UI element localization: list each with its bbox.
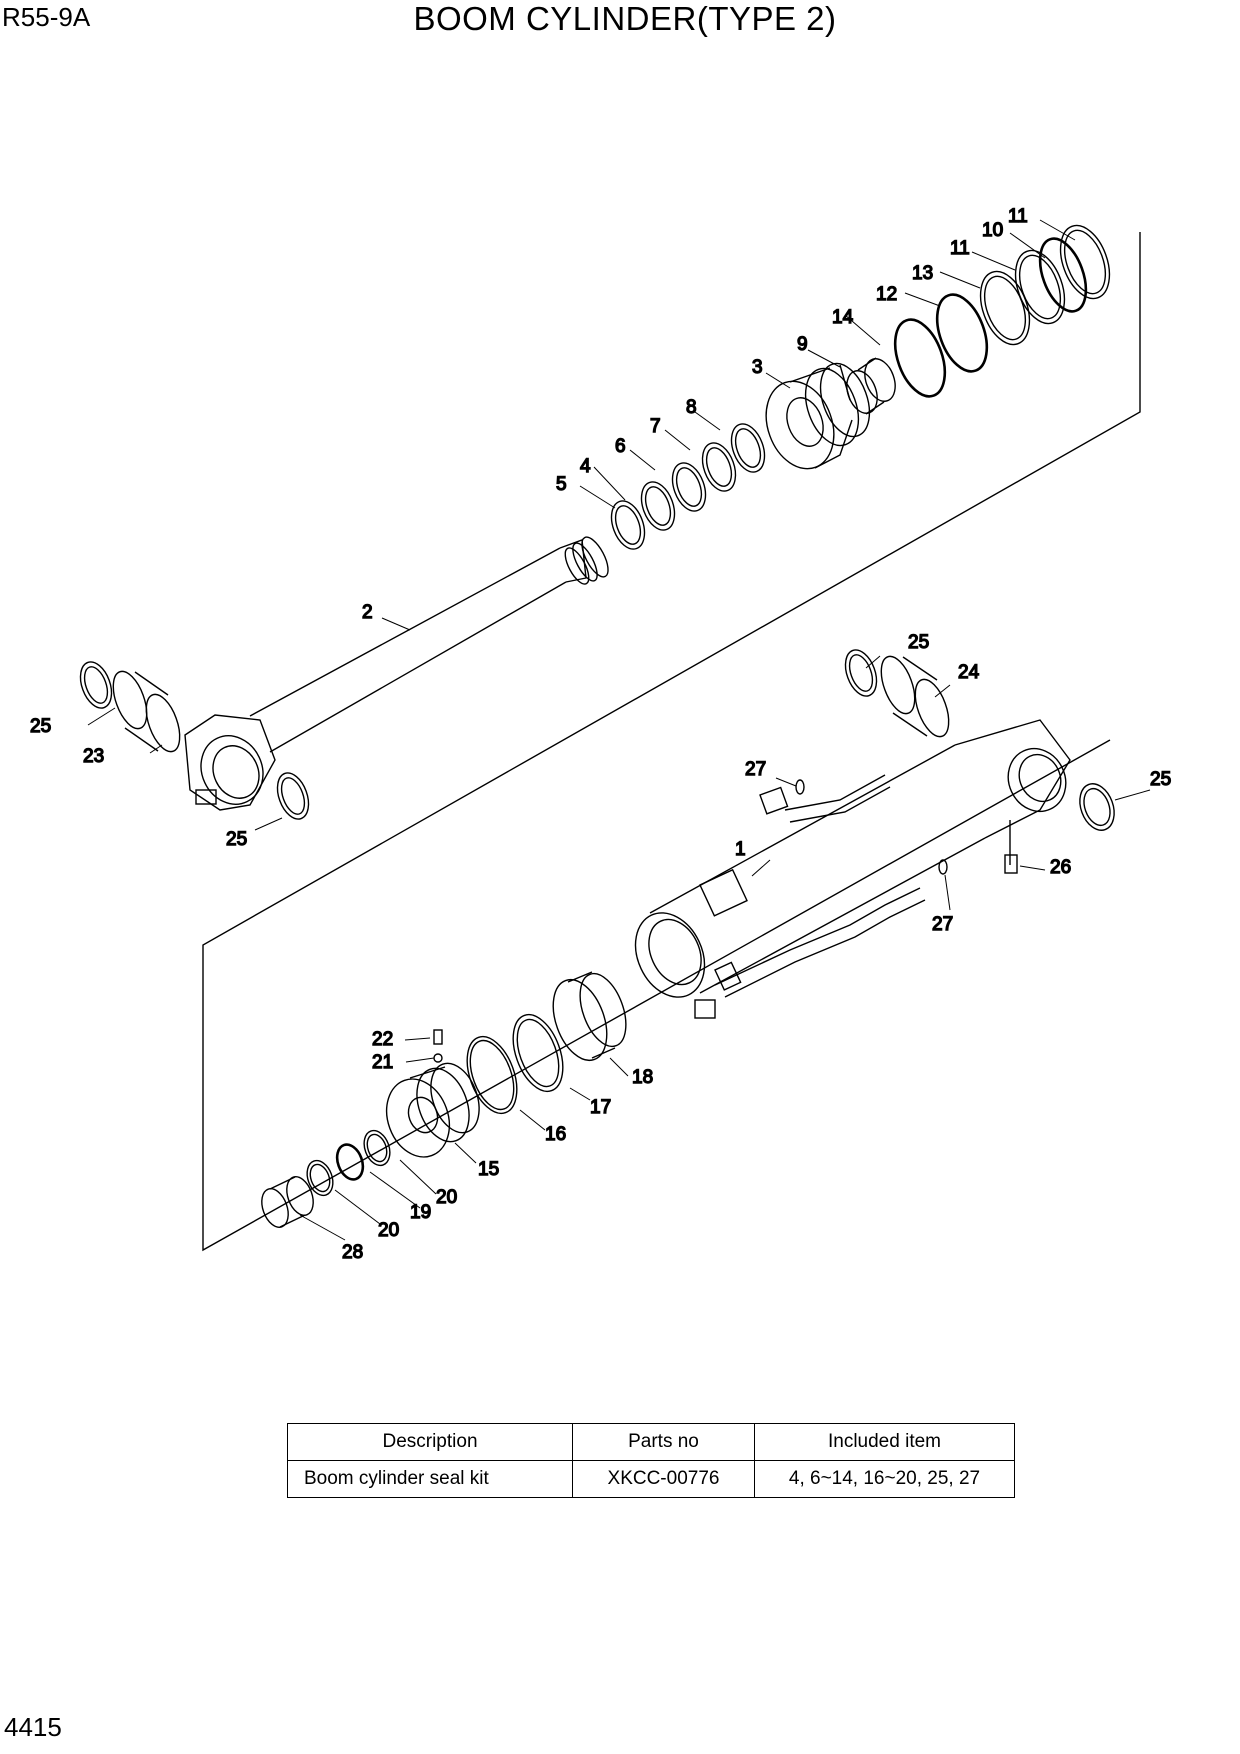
rod-cover-3 <box>765 362 871 470</box>
callout-11-a: 11 <box>950 238 970 259</box>
callout-3: 3 <box>752 357 763 378</box>
callout-19: 19 <box>410 1202 431 1223</box>
seal-17 <box>512 1013 564 1093</box>
o-rings-27 <box>795 779 948 875</box>
callout-20-b: 20 <box>378 1220 399 1241</box>
table-row: Boom cylinder seal kit XKCC-00776 4, 6~1… <box>287 1460 1015 1498</box>
seal-16 <box>466 1035 518 1115</box>
callout-20-a: 20 <box>436 1187 457 1208</box>
callout-9: 9 <box>797 334 808 355</box>
cell-description: Boom cylinder seal kit <box>287 1460 573 1498</box>
bushing-23 <box>112 670 181 753</box>
callout-14: 14 <box>832 307 854 328</box>
callout-23: 23 <box>83 746 104 767</box>
piston-15 <box>385 1062 480 1158</box>
dust-seal-25-upper-right <box>844 649 878 697</box>
callout-15: 15 <box>478 1159 499 1180</box>
hydraulic-pipe <box>714 774 926 998</box>
cushion-ring-28 <box>261 1176 314 1228</box>
callout-18: 18 <box>632 1067 653 1088</box>
dust-seal-25-lower <box>276 772 310 820</box>
callout-26: 26 <box>1050 857 1071 878</box>
check-valve-block <box>699 868 748 917</box>
callout-22: 22 <box>372 1029 393 1050</box>
header-included-item: Included item <box>754 1423 1015 1461</box>
callout-12: 12 <box>876 284 897 305</box>
callout-21: 21 <box>372 1052 393 1073</box>
cell-parts-no: XKCC-00776 <box>572 1460 755 1498</box>
grease-nipple-26 <box>1004 854 1018 874</box>
wear-ring-18 <box>552 971 627 1062</box>
table-header-row: Description Parts no Included item <box>287 1423 1015 1461</box>
callout-13: 13 <box>912 263 933 284</box>
leader-lines <box>87 219 1151 1241</box>
piston-rod <box>249 536 609 753</box>
model-code: R55-9A <box>2 2 91 32</box>
cell-included-item: 4, 6~14, 16~20, 25, 27 <box>754 1460 1015 1498</box>
callout-6: 6 <box>615 436 626 457</box>
assembly-frame-upper <box>1090 232 1140 412</box>
callout-10: 10 <box>982 220 1003 241</box>
rod-eye <box>184 714 276 811</box>
seals-20-19 <box>306 1129 391 1197</box>
callout-7: 7 <box>650 416 661 437</box>
page-number: 4415 <box>4 1712 62 1742</box>
seal-rings-upper <box>610 423 766 550</box>
assembly-frame <box>202 232 1141 1252</box>
callout-24: 24 <box>958 662 980 683</box>
callout-11-b: 11 <box>1008 206 1028 227</box>
callout-5: 5 <box>556 474 567 495</box>
dust-seal-25-left <box>79 661 113 709</box>
callout-27-a: 27 <box>745 759 766 780</box>
callout-25-b: 25 <box>226 829 247 850</box>
page-title: BOOM CYLINDER(TYPE 2) <box>413 0 837 37</box>
seal-kit-table: Description Parts no Included item Boom … <box>287 1423 1015 1498</box>
cylinder-tube <box>634 719 1071 1019</box>
callout-1: 1 <box>735 839 746 860</box>
callout-25-d: 25 <box>1150 769 1171 790</box>
set-screw-22 <box>433 1029 443 1045</box>
callout-2: 2 <box>362 602 373 623</box>
callout-28: 28 <box>342 1242 363 1263</box>
dust-seal-25-right <box>1079 783 1115 831</box>
callout-4: 4 <box>580 456 591 477</box>
callout-27-b: 27 <box>932 914 953 935</box>
callout-8: 8 <box>686 397 697 418</box>
bushing-9 <box>846 357 896 415</box>
callout-17: 17 <box>590 1097 611 1118</box>
steel-ball-21 <box>433 1053 443 1063</box>
callout-25-a: 25 <box>30 716 51 737</box>
callout-16: 16 <box>545 1124 566 1145</box>
callout-25-c: 25 <box>908 632 929 653</box>
bushing-24 <box>880 655 950 738</box>
header-parts-no: Parts no <box>572 1423 755 1461</box>
header-description: Description <box>287 1423 573 1461</box>
piston-seals-upper <box>893 224 1111 398</box>
